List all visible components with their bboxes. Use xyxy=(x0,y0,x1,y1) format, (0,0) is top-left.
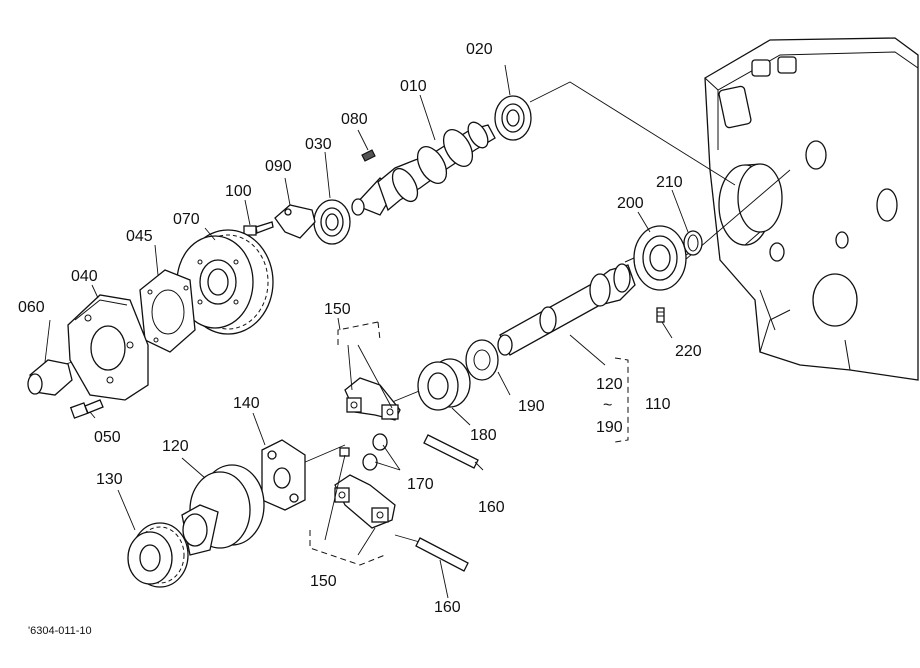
pins-170 xyxy=(339,433,388,471)
callout-210: 210 xyxy=(656,174,683,191)
bracket-150-upper xyxy=(337,321,381,345)
callout-220: 220 xyxy=(675,343,702,360)
key-080 xyxy=(361,149,376,162)
bearing-030 xyxy=(313,199,351,245)
callout-range-tilde: ~ xyxy=(603,397,612,414)
callout-190-range: 190 xyxy=(596,419,623,436)
callout-160-lower: 160 xyxy=(434,599,461,616)
callout-045: 045 xyxy=(126,228,153,245)
bolt-050 xyxy=(69,399,104,419)
callout-170: 170 xyxy=(407,476,434,493)
retainer-plate-090 xyxy=(274,204,316,239)
callout-080: 080 xyxy=(341,111,368,128)
washer-190 xyxy=(465,339,499,381)
camshaft-010 xyxy=(351,121,496,216)
gear-070 xyxy=(176,229,274,335)
gear-130 xyxy=(127,522,189,588)
leader-lines xyxy=(44,64,689,599)
weight-holder-140 xyxy=(261,439,306,511)
pin-160-upper xyxy=(423,434,479,469)
callout-labels: 010 020 030 040 045 050 060 070 080 090 … xyxy=(18,41,702,637)
gasket-045 xyxy=(139,269,196,353)
callout-160-upper: 160 xyxy=(478,499,505,516)
governor-weight-150-upper xyxy=(344,377,401,421)
callout-200: 200 xyxy=(617,195,644,212)
callout-070: 070 xyxy=(173,211,200,228)
callout-040: 040 xyxy=(71,268,98,285)
callout-140: 140 xyxy=(233,395,260,412)
callout-100: 100 xyxy=(225,183,252,200)
snap-ring-210 xyxy=(683,230,703,256)
callout-180: 180 xyxy=(470,427,497,444)
figure-code: '6304-011-10 xyxy=(28,625,92,637)
governor-weight-150-lower xyxy=(334,474,396,529)
callout-150-upper: 150 xyxy=(324,301,351,318)
callout-010: 010 xyxy=(400,78,427,95)
balancer-gear-120 xyxy=(181,464,265,556)
callout-020: 020 xyxy=(466,41,493,58)
callout-060: 060 xyxy=(18,299,45,316)
engine-block xyxy=(704,37,919,381)
sleeve-180 xyxy=(417,358,471,411)
callout-050: 050 xyxy=(94,429,121,446)
bracket-120-190 xyxy=(614,357,629,443)
callout-130: 130 xyxy=(96,471,123,488)
bracket-150-lower xyxy=(309,530,386,566)
callout-110: 110 xyxy=(645,396,671,413)
plug-060 xyxy=(27,359,73,396)
callout-090: 090 xyxy=(265,158,292,175)
governor-shaft-120 xyxy=(497,263,636,356)
bearing-200 xyxy=(624,225,695,291)
callout-120-range: 120 xyxy=(596,376,623,393)
pin-160-lower xyxy=(415,537,469,572)
bearing-020 xyxy=(494,95,532,141)
callout-150-lower: 150 xyxy=(310,573,337,590)
cover-plate-040 xyxy=(67,294,149,401)
bolt-100 xyxy=(243,221,274,236)
callout-190: 190 xyxy=(518,398,545,415)
callout-030: 030 xyxy=(305,136,332,153)
set-screw-220 xyxy=(656,307,665,323)
callout-120: 120 xyxy=(162,438,189,455)
